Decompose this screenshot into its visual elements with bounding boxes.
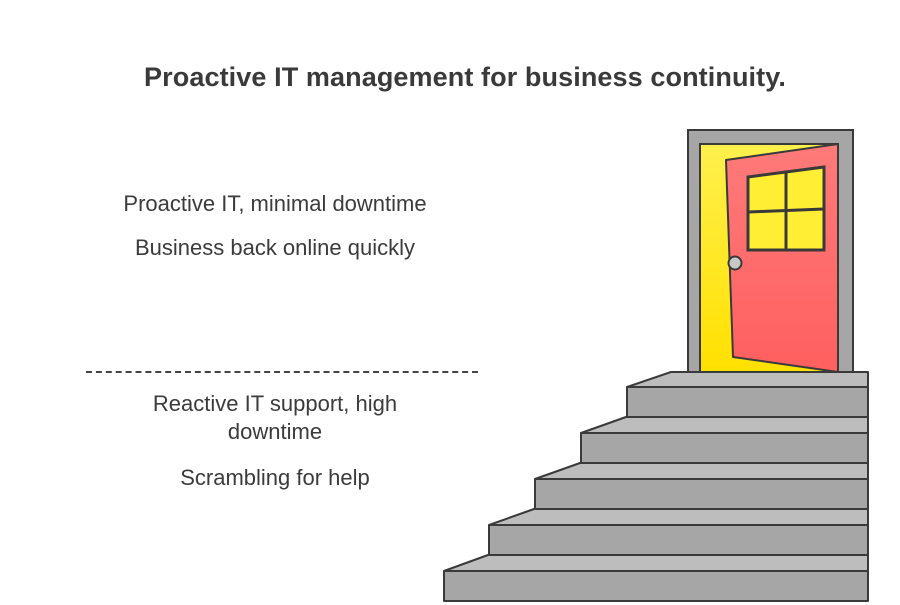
staircase-icon bbox=[443, 371, 869, 602]
reactive-item: Scrambling for help bbox=[180, 465, 370, 490]
page-title: Proactive IT management for business con… bbox=[144, 62, 786, 92]
reactive-item: Reactive IT support, high downtime bbox=[152, 391, 398, 444]
dashed-divider bbox=[86, 371, 478, 373]
open-door-icon bbox=[687, 129, 854, 373]
proactive-item: Proactive IT, minimal downtime bbox=[123, 191, 427, 216]
doorknob-icon bbox=[727, 255, 743, 271]
reactive-panel: Reactive IT support, high downtime Scram… bbox=[95, 390, 455, 492]
proactive-panel: Proactive IT, minimal downtime Business … bbox=[85, 190, 465, 262]
proactive-item: Business back online quickly bbox=[134, 235, 416, 260]
door-window bbox=[746, 165, 826, 252]
